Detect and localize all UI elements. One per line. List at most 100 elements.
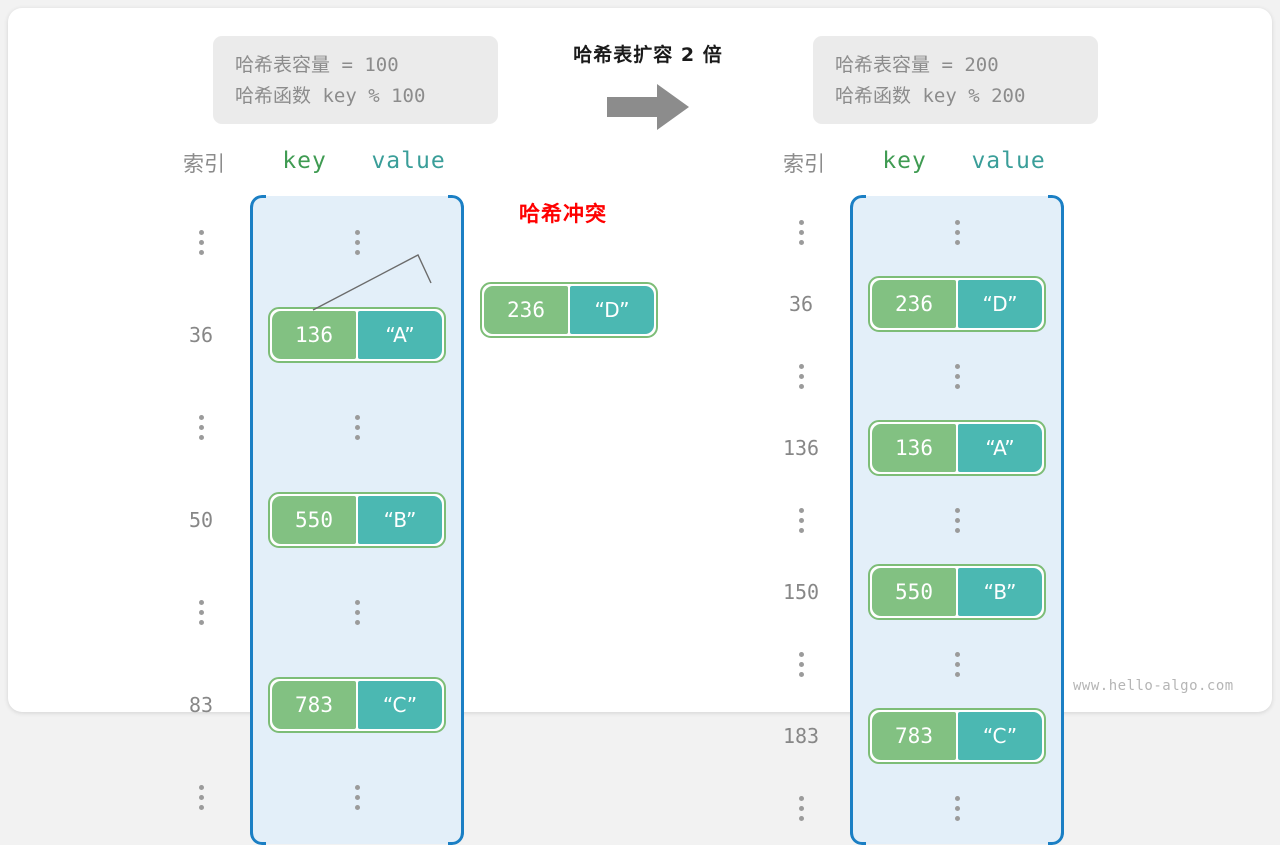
ellipsis-row: [798, 340, 1061, 412]
entry-value: “C”: [958, 712, 1042, 760]
value-header-left: value: [371, 148, 446, 174]
entry-pill: 136“A”: [868, 420, 1046, 476]
hash-config-right: 哈希表容量 = 200 哈希函数 key % 200: [813, 36, 1098, 124]
entry-pill: 550“B”: [868, 564, 1046, 620]
ellipsis-row: [198, 381, 461, 474]
key-header-left: key: [282, 148, 327, 174]
entry-value: “B”: [358, 495, 442, 544]
capacity-line-right: 哈希表容量 = 200: [835, 54, 999, 76]
hash-function-line-right: 哈希函数 key % 200: [835, 85, 1026, 107]
table-row: 83 783“C”: [189, 659, 461, 752]
watermark: www.hello-algo.com: [1073, 678, 1234, 694]
table-row: 50 550“B”: [189, 474, 461, 567]
entry-key: 783: [272, 681, 356, 730]
ellipsis-row: [198, 566, 461, 659]
row-index: 36: [188, 322, 214, 347]
vertical-ellipsis-icon: [954, 340, 960, 412]
vertical-ellipsis-icon: [798, 196, 804, 268]
vertical-ellipsis-icon: [798, 340, 804, 412]
vertical-ellipsis-icon: [954, 772, 960, 844]
collision-entry-pill: 236 “D”: [480, 282, 658, 338]
entry-pill: 783“C”: [268, 677, 446, 734]
entry-key: 236: [872, 280, 956, 328]
collision-label: 哈希冲突: [519, 202, 607, 226]
row-index: 50: [188, 507, 214, 532]
entry-pill: 236“D”: [868, 276, 1046, 332]
vertical-ellipsis-icon: [198, 381, 204, 474]
ellipsis-row: [198, 751, 461, 844]
column-headers-right: 索引 key value: [758, 148, 1088, 196]
column-headers-left: 索引 key value: [158, 148, 488, 196]
ellipsis-row: [198, 196, 461, 289]
row-index: 36: [788, 292, 814, 316]
vertical-ellipsis-icon: [354, 751, 360, 844]
vertical-ellipsis-icon: [954, 628, 960, 700]
vertical-ellipsis-icon: [354, 196, 360, 289]
row-index: [161, 751, 241, 844]
entry-key: 136: [872, 424, 956, 472]
index-header-left: 索引: [183, 152, 225, 176]
row-index: [761, 196, 841, 268]
table-row: 36 136“A”: [189, 289, 461, 382]
entry-value: “D”: [958, 280, 1042, 328]
row-index: 83: [188, 693, 214, 718]
entry-value: “A”: [958, 424, 1042, 472]
entry-key: 783: [872, 712, 956, 760]
expand-title: 哈希表扩容 2 倍: [573, 44, 723, 66]
vertical-ellipsis-icon: [354, 381, 360, 474]
row-index: 183: [782, 724, 820, 748]
row-index: [161, 381, 241, 474]
ellipsis-row: [798, 196, 1061, 268]
entry-value: “C”: [358, 681, 442, 730]
entry-key: 236: [484, 286, 568, 334]
row-index: 136: [782, 436, 820, 460]
ellipsis-row: [798, 628, 1061, 700]
capacity-line-left: 哈希表容量 = 100: [235, 54, 399, 76]
entry-value: “A”: [358, 310, 442, 359]
vertical-ellipsis-icon: [798, 628, 804, 700]
index-header-right: 索引: [783, 152, 825, 176]
entry-key: 136: [272, 310, 356, 359]
hash-config-left: 哈希表容量 = 100 哈希函数 key % 100: [213, 36, 498, 124]
kv-header-right: key value: [854, 148, 1074, 174]
right-arrow-icon: [528, 84, 768, 134]
entry-pill: 550“B”: [268, 491, 446, 548]
vertical-ellipsis-icon: [954, 196, 960, 268]
vertical-ellipsis-icon: [954, 484, 960, 556]
table-row: 36 236“D”: [789, 268, 1061, 340]
diagram-card: 哈希表容量 = 100 哈希函数 key % 100 哈希表扩容 2 倍 哈希表…: [8, 8, 1272, 844]
entry-pill: 783“C”: [868, 708, 1046, 764]
row-index: [761, 340, 841, 412]
vertical-ellipsis-icon: [798, 484, 804, 556]
row-index: 150: [782, 580, 820, 604]
row-index: [761, 628, 841, 700]
collision-annotation: 哈希冲突 236 “D”: [312, 198, 723, 338]
entry-pill: 236 “D”: [480, 282, 658, 338]
vertical-ellipsis-icon: [198, 196, 204, 289]
entry-key: 550: [872, 568, 956, 616]
vertical-ellipsis-icon: [354, 566, 360, 659]
table-row: 150 550“B”: [783, 556, 1061, 628]
collision-connector-line: [312, 254, 432, 311]
entry-key: 550: [272, 495, 356, 544]
vertical-ellipsis-icon: [198, 566, 204, 659]
vertical-ellipsis-icon: [198, 751, 204, 844]
table-row: 183 783“C”: [783, 700, 1061, 772]
ellipsis-row: [798, 772, 1061, 844]
row-index: [761, 772, 841, 844]
row-index: [161, 566, 241, 659]
vertical-ellipsis-icon: [798, 772, 804, 844]
row-index: [761, 484, 841, 556]
ellipsis-row: [798, 484, 1061, 556]
hash-function-line-left: 哈希函数 key % 100: [235, 85, 426, 107]
entry-value: “D”: [570, 286, 654, 334]
entry-pill: 136“A”: [268, 306, 446, 363]
kv-header-left: key value: [254, 148, 474, 174]
key-header-right: key: [882, 148, 927, 174]
value-header-right: value: [971, 148, 1046, 174]
entry-value: “B”: [958, 568, 1042, 616]
row-index: [161, 196, 241, 289]
